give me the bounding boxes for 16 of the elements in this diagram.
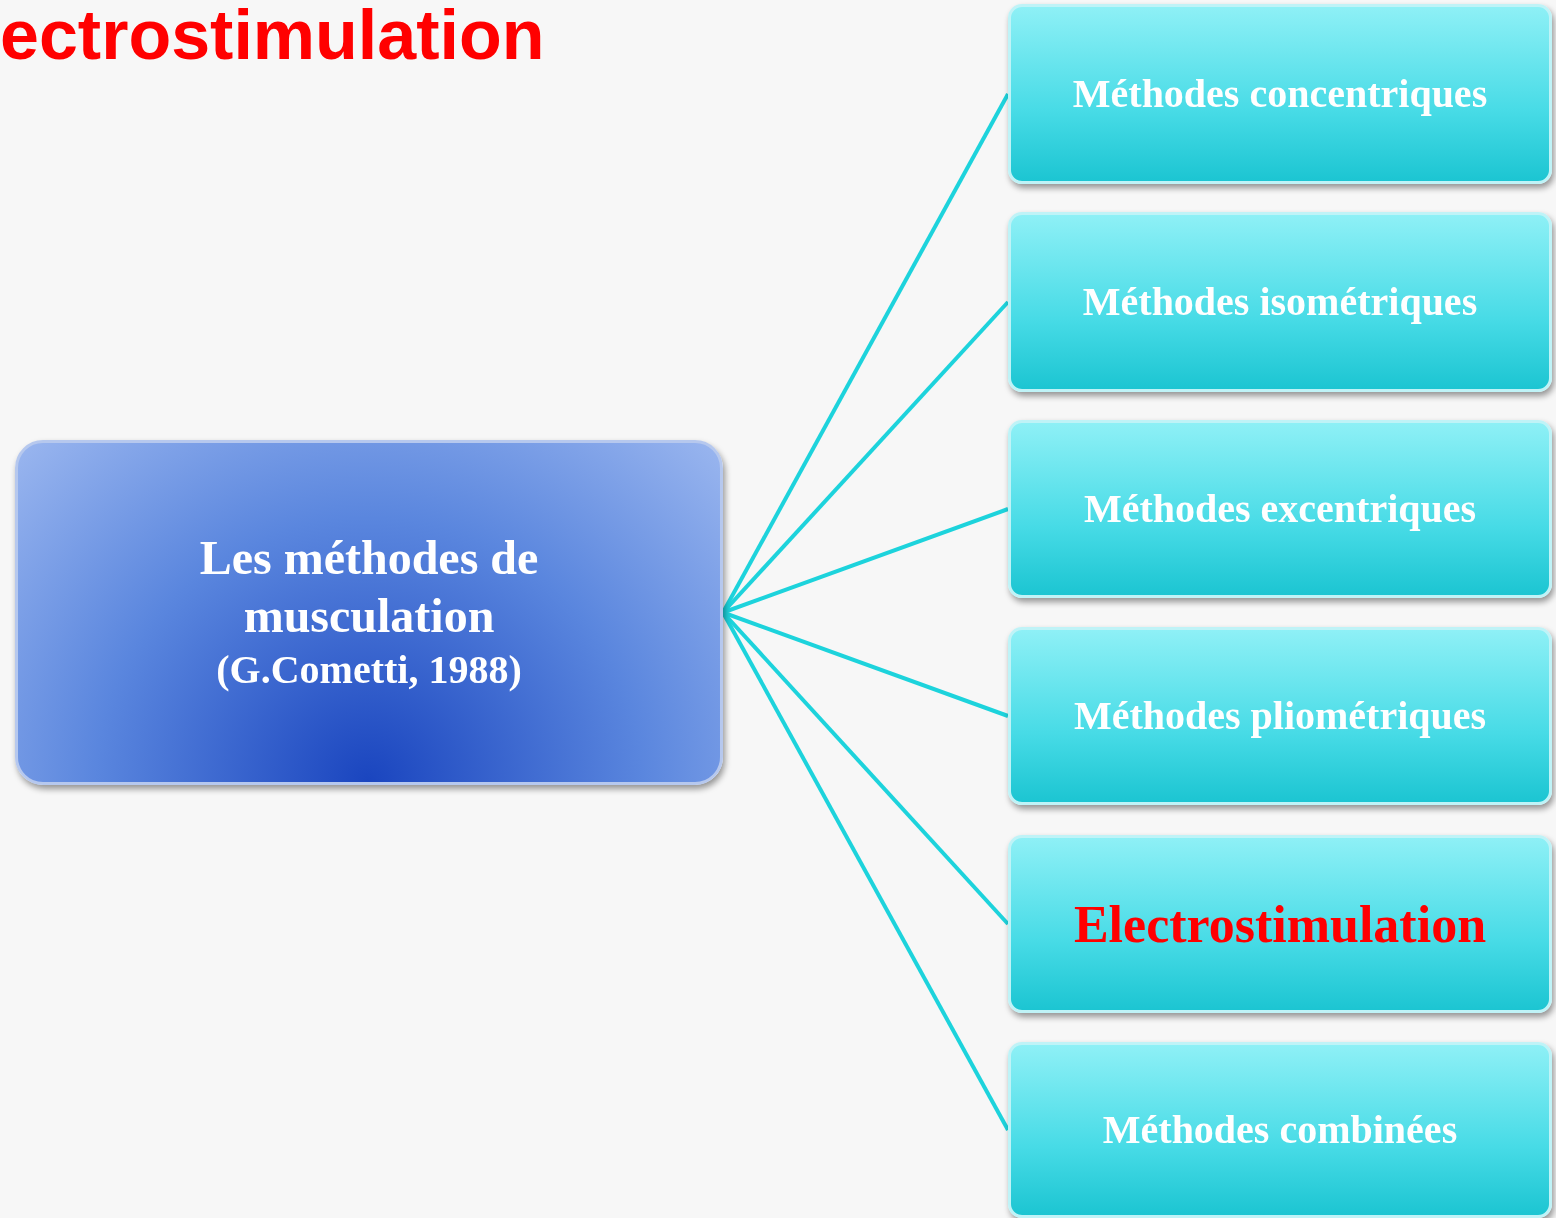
method-label: Méthodes concentriques xyxy=(1071,70,1489,118)
method-box xyxy=(1008,212,1552,392)
method-box xyxy=(1008,4,1552,184)
method-label: Méthodes excentriques xyxy=(1082,485,1478,533)
main-topic-box xyxy=(15,440,723,785)
method-box xyxy=(1008,1042,1552,1218)
method-box xyxy=(1008,627,1552,805)
citation: (G.Cometti, 1988) xyxy=(216,646,522,695)
method-label: Méthodes pliométriques xyxy=(1072,692,1488,740)
title: ectrostimulation xyxy=(0,0,545,70)
method-label: Electrostimulation xyxy=(1072,894,1488,955)
method-label: Méthodes isométriques xyxy=(1081,278,1479,326)
method-box xyxy=(1008,420,1552,598)
topic-title: Les méthodes de musculation xyxy=(198,529,540,644)
method-box xyxy=(1008,835,1552,1013)
method-label: Méthodes combinées xyxy=(1101,1106,1459,1154)
